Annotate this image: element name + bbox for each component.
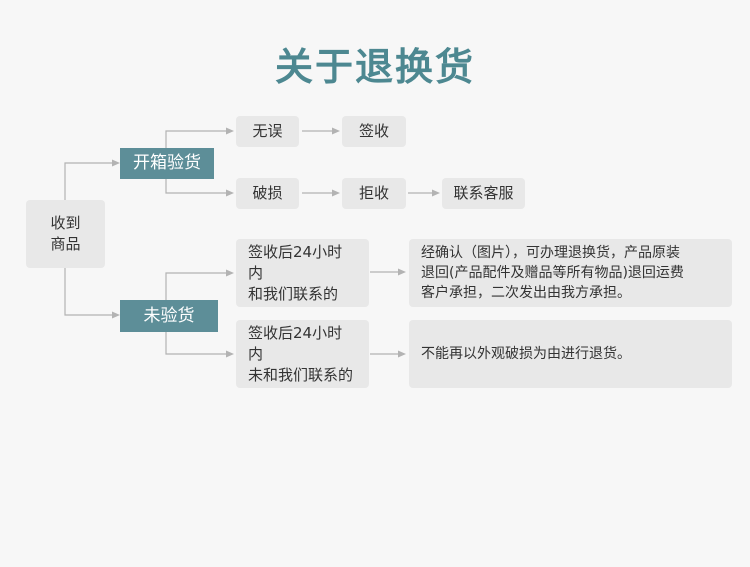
arrowhead — [332, 127, 340, 135]
arrowhead — [226, 350, 234, 358]
arrowhead — [432, 189, 440, 197]
connector-no-check-contact-24h — [165, 272, 230, 300]
connector-receive-no-check — [64, 268, 116, 316]
node-contact-24h-line-1: 签收后24小时内 — [248, 242, 343, 282]
result-confirmed-line-1: 经确认（图片），可办理退换货，产品原装 — [421, 245, 680, 261]
arrowhead — [226, 269, 234, 277]
arrowhead — [226, 189, 234, 197]
node-receive-line-2: 商品 — [50, 235, 81, 253]
node-no-error: 无误 — [236, 116, 299, 147]
result-confirmed-line-3: 客户承担，二次发出由我方承担。 — [421, 285, 631, 301]
node-result-confirmed: 经确认（图片），可办理退换货，产品原装 退回(产品配件及赠品等所有物品)退回运费… — [409, 239, 732, 307]
node-contact-24h-line-2: 和我们联系的 — [248, 284, 339, 303]
node-sign: 签收 — [342, 116, 406, 147]
node-result-refused: 不能再以外观破损为由进行退货。 — [409, 320, 732, 388]
node-no-contact-24h-line-2: 未和我们联系的 — [248, 365, 354, 384]
node-contact-service: 联系客服 — [442, 178, 525, 209]
connector-receive-open-check — [64, 162, 116, 200]
page-title: 关于退换货 — [274, 45, 475, 89]
node-no-contact-24h: 签收后24小时内 未和我们联系的 — [236, 320, 369, 388]
connector-open-check-no-error — [165, 130, 230, 148]
node-open-check: 开箱验货 — [120, 148, 214, 179]
arrowhead — [398, 350, 406, 358]
connector-no-check-no-contact-24h — [165, 332, 230, 355]
arrowhead — [112, 311, 120, 319]
node-receive-line-1: 收到 — [50, 214, 81, 232]
node-refuse: 拒收 — [342, 178, 406, 209]
result-confirmed-line-2: 退回(产品配件及赠品等所有物品)退回运费 — [421, 265, 684, 281]
arrowhead — [398, 268, 406, 276]
node-contact-within-24h: 签收后24小时内 和我们联系的 — [236, 239, 369, 307]
arrowhead — [332, 189, 340, 197]
node-no-contact-24h-line-1: 签收后24小时内 — [248, 323, 343, 363]
node-receive-goods: 收到 商品 — [26, 200, 105, 268]
arrowhead — [112, 159, 120, 167]
node-damaged: 破损 — [236, 178, 299, 209]
arrowhead — [226, 127, 234, 135]
node-no-check: 未验货 — [120, 300, 218, 332]
connector-open-check-damaged — [165, 179, 230, 194]
